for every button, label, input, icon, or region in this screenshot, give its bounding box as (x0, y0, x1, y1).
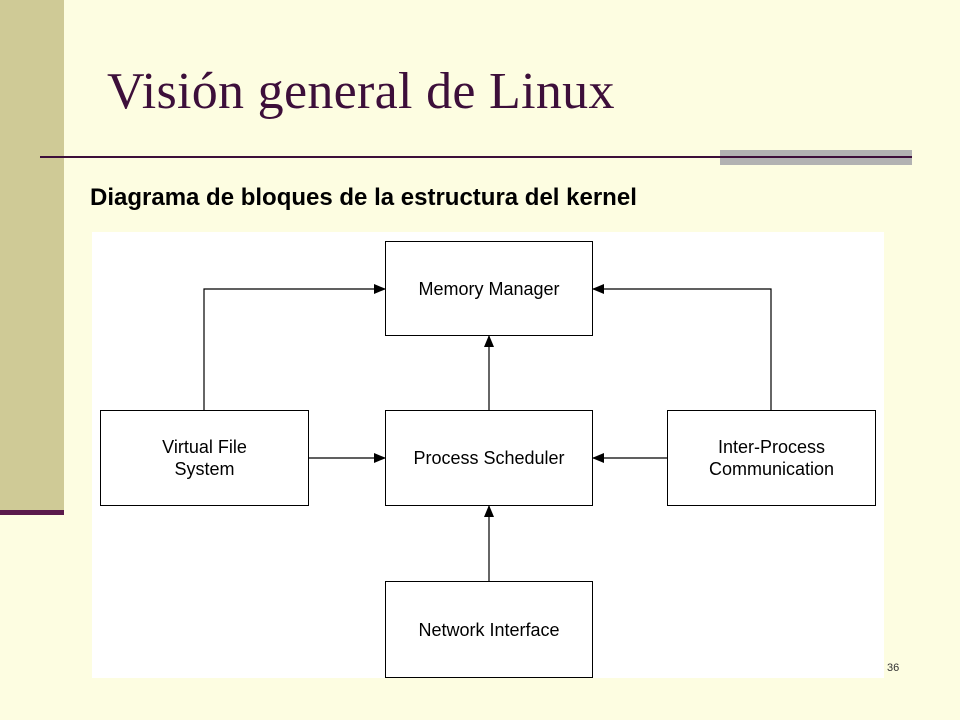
edge-ipc-memory-manager (592, 284, 772, 410)
slide-title: Visión general de Linux (107, 63, 615, 120)
process-scheduler-label: Process Scheduler (413, 448, 565, 468)
process-scheduler-block: Process Scheduler (385, 410, 593, 506)
slide-subtitle: Diagrama de bloques de la estructura del… (90, 184, 637, 211)
diagram-connectors (199, 284, 772, 581)
inter-process-communication-block: Inter-Process Communication (667, 410, 876, 506)
inter-process-communication-label: Inter-Process Communication (708, 437, 835, 479)
kernel-block-diagram: Memory Manager Process Scheduler Virtual… (92, 232, 884, 678)
side-band (0, 0, 64, 512)
network-interface-label: Network Interface (418, 619, 560, 640)
edge-vfs-memory-manager (199, 284, 386, 421)
virtual-file-system-label: Virtual File System (162, 437, 247, 479)
memory-manager-label: Memory Manager (418, 278, 560, 299)
page-number: 36 (887, 662, 900, 674)
network-interface-block: Network Interface (385, 581, 593, 678)
title-rule (40, 156, 912, 158)
virtual-file-system-block: Virtual File System (100, 410, 309, 506)
memory-manager-block: Memory Manager (385, 241, 593, 336)
side-band-accent-line (0, 510, 64, 515)
title-rule-accent-line (720, 156, 912, 158)
